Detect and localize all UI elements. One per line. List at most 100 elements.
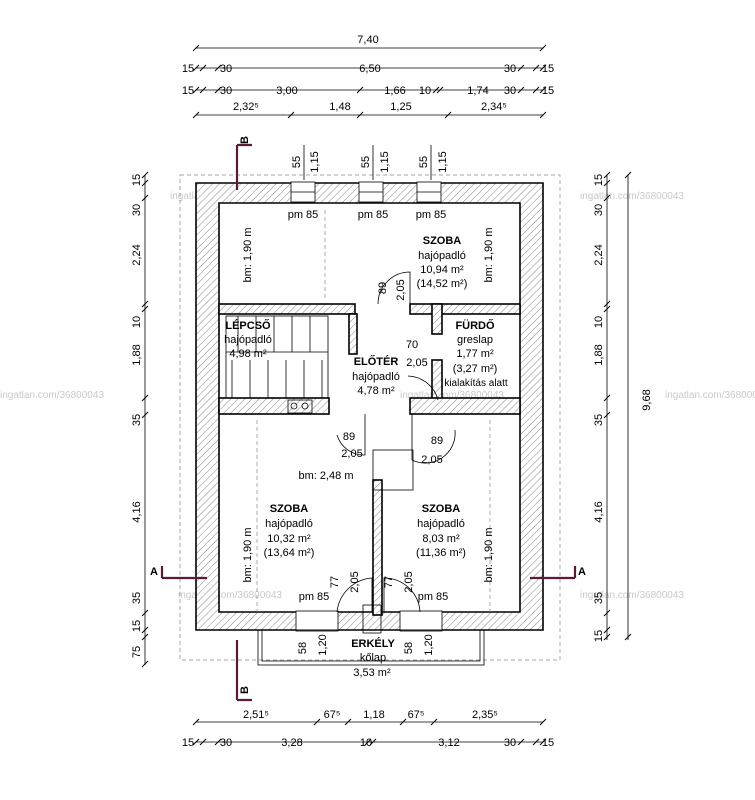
- dim-l-10: 75: [131, 646, 143, 658]
- dim-r-4: 10: [593, 316, 605, 328]
- room-szoba-right-name: SZOBA: [422, 503, 461, 515]
- dim-r2-5: 15: [542, 63, 554, 75]
- room-eloter-floor: hajópadló: [352, 371, 400, 383]
- win-dim-3: 55: [360, 156, 372, 168]
- dim-r-3: 2,24: [593, 244, 605, 265]
- dim-b2-2: 30: [220, 737, 232, 749]
- dim-r-1: 15: [593, 174, 605, 186]
- watermark-6: ingatlan.com/36800043: [178, 590, 282, 601]
- dim-r3-7: 30: [504, 85, 516, 97]
- room-szoba-top-area: 10,94 m²: [420, 264, 464, 276]
- dim-l-3: 2,24: [131, 244, 143, 265]
- room-szoba-right-area2: (11,36 m²): [416, 547, 466, 559]
- dim-r2-1: 15: [182, 63, 194, 75]
- win-dim-6: 1,15: [437, 151, 449, 172]
- room-szoba-left: SZOBA hajópadló 10,32 m² (13,64 m²) bm: …: [242, 503, 361, 603]
- door-furdo-70: 70: [406, 339, 418, 351]
- room-szoba-right: SZOBA hajópadló 8,03 m² (11,36 m²) bm: 1…: [383, 503, 495, 603]
- dim-l-2: 30: [131, 204, 143, 216]
- dim-r4-3: 1,25: [390, 101, 411, 113]
- room-szoba-left-bm: bm: 1,90 m: [242, 527, 254, 582]
- dim-r3-3: 3,00: [276, 85, 297, 97]
- dim-r-9: 15: [593, 630, 605, 642]
- room-eloter: ELŐTÉR hajópadló 4,78 m² bm: 2,48 m 89 2…: [298, 355, 443, 482]
- balcony-left-58: 58: [297, 642, 309, 654]
- room-szoba-right-area: 8,03 m²: [422, 533, 460, 545]
- section-b-bottom: B: [239, 686, 251, 694]
- door-eloter-right-205: 2,05: [421, 454, 442, 466]
- pm-left: pm 85: [299, 591, 330, 603]
- room-szoba-top-bm-left: bm: 1,90 m: [242, 227, 254, 282]
- dim-r4-2: 1,48: [329, 101, 350, 113]
- room-lepcso-floor: hajópadló: [224, 334, 272, 346]
- bottom-dimensions: 2,51⁵ 67⁵ 1,18 67⁵ 2,35⁵ 15 30 3,28 10 3…: [182, 709, 554, 749]
- dim-l-4: 10: [131, 316, 143, 328]
- section-b-top: B: [239, 136, 251, 144]
- dim-r3-2: 30: [220, 85, 232, 97]
- room-lepcso-name: LÉPCSŐ: [225, 319, 271, 332]
- dim-l-7: 4,16: [131, 501, 143, 522]
- dim-r2-2: 30: [220, 63, 232, 75]
- dim-b1-1: 2,51⁵: [243, 709, 269, 721]
- room-furdo-area2: (3,27 m²): [453, 363, 498, 375]
- door-top-205: 2,05: [395, 279, 407, 300]
- balcony-left-120: 1,20: [317, 634, 329, 655]
- door-furdo-205: 2,05: [406, 357, 427, 369]
- room-szoba-left-name: SZOBA: [270, 503, 309, 515]
- room-szoba-right-floor: hajópadló: [417, 518, 465, 530]
- walls: [195, 181, 544, 632]
- win-dim-5: 55: [418, 156, 430, 168]
- win-dim-1: 55: [291, 156, 303, 168]
- room-eloter-name: ELŐTÉR: [354, 355, 399, 368]
- balcony-right-58: 58: [403, 642, 415, 654]
- door-eloter-right-89: 89: [431, 435, 443, 447]
- room-eloter-area: 4,78 m²: [357, 385, 395, 397]
- dim-r3-8: 15: [542, 85, 554, 97]
- dim-total-height: 9,68: [641, 389, 653, 410]
- pm-3: pm 85: [416, 209, 447, 221]
- watermark-4: ingatlan.com/36800043: [400, 390, 504, 401]
- room-szoba-left-area2: (13,64 m²): [264, 547, 315, 559]
- door-left-205: 2,05: [349, 571, 361, 592]
- room-furdo-note: kialakítás alatt: [444, 378, 508, 389]
- dim-b1-3: 1,18: [363, 709, 384, 721]
- room-szoba-top-area2: (14,52 m²): [417, 278, 468, 290]
- room-eloter-bm: bm: 2,48 m: [298, 470, 353, 482]
- section-a-left: A: [150, 566, 158, 578]
- staircase: [225, 315, 329, 414]
- door-top-89: 89: [377, 282, 389, 294]
- room-szoba-left-area: 10,32 m²: [267, 533, 311, 545]
- door-eloter-left-89: 89: [343, 431, 355, 443]
- win-dim-2: 1,15: [309, 151, 321, 172]
- dim-r-5: 1,88: [593, 344, 605, 365]
- dim-r2-3: 6,50: [359, 63, 380, 75]
- dim-b1-5: 2,35⁵: [472, 709, 498, 721]
- dim-b1-4: 67⁵: [408, 709, 425, 721]
- dim-b2-1: 15: [182, 737, 194, 749]
- section-a-right: A: [578, 566, 586, 578]
- dim-r3-6: 1,74: [467, 85, 488, 97]
- dim-b2-3: 3,28: [281, 737, 302, 749]
- room-erkely: ERKÉLY kőlap 3,53 m² 58 1,20 58 1,20: [297, 634, 435, 679]
- dim-b1-2: 67⁵: [324, 709, 341, 721]
- dim-l-5: 1,88: [131, 344, 143, 365]
- dim-b2-7: 15: [542, 737, 554, 749]
- dim-r-7: 4,16: [593, 501, 605, 522]
- dim-r-8: 35: [593, 592, 605, 604]
- door-left-77: 77: [329, 576, 341, 588]
- dim-l-6: 35: [131, 414, 143, 426]
- room-erkely-area: 3,53 m²: [353, 667, 391, 679]
- dim-r-2: 30: [593, 204, 605, 216]
- watermark-2: ingatlan.com/36800043: [580, 191, 684, 202]
- doors: [256, 210, 491, 613]
- right-dimensions: 15 30 2,24 10 1,88 35 4,16 35 15 9,68: [593, 171, 653, 642]
- room-szoba-top-bm-right: bm: 1,90 m: [483, 227, 495, 282]
- door-right-77: 77: [383, 576, 395, 588]
- room-erkely-floor: kőlap: [360, 652, 386, 664]
- room-furdo-name: FÜRDŐ: [455, 319, 495, 332]
- room-szoba-top: SZOBA hajópadló 10,94 m² (14,52 m²) bm: …: [242, 227, 495, 300]
- room-furdo-area: 1,77 m²: [456, 348, 494, 360]
- balcony-right-120: 1,20: [423, 634, 435, 655]
- room-szoba-top-name: SZOBA: [423, 235, 462, 247]
